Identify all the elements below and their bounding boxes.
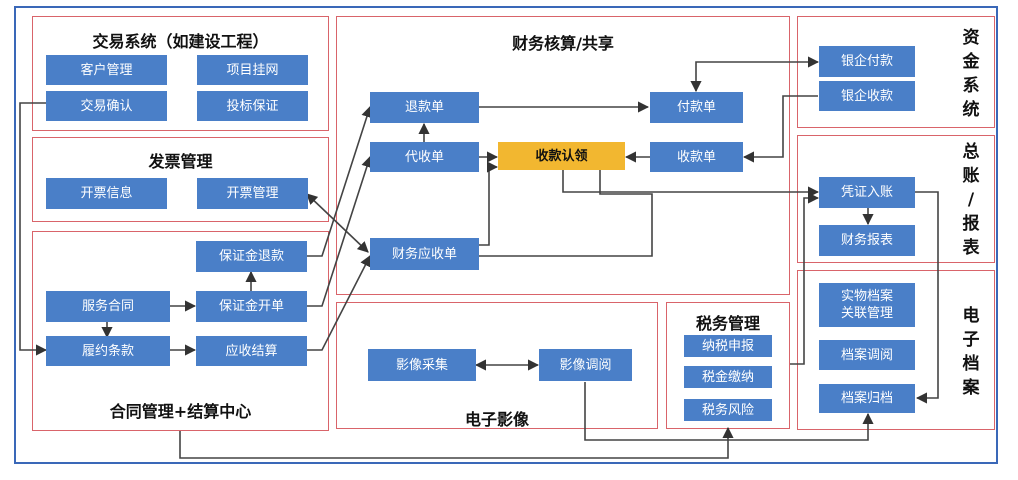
connector-bankreceipt-to-receipt bbox=[742, 95, 818, 163]
ledger-report-title: 总 账 / 报 表 bbox=[958, 140, 984, 260]
ledger-title-char: 账 bbox=[962, 166, 980, 186]
image-review-node[interactable]: 影像调阅 bbox=[539, 349, 632, 381]
finance-receivable-node[interactable]: 财务应收单 bbox=[370, 238, 479, 270]
connector-receivable-to-claim-right bbox=[479, 170, 653, 257]
image-capture-node[interactable]: 影像采集 bbox=[368, 349, 476, 381]
finance-title: 财务核算/共享 bbox=[512, 34, 614, 53]
connector-receivable-to-claim-left bbox=[479, 161, 499, 246]
trading-system-title: 交易系统（如建设工程） bbox=[92, 32, 269, 51]
physical-archive-line2: 关联管理 bbox=[840, 306, 893, 321]
bank-payment-node[interactable]: 银企付款 bbox=[819, 46, 915, 77]
tax-payment-node[interactable]: 税金缴纳 bbox=[684, 366, 772, 388]
connector-tax-to-voucher bbox=[790, 192, 820, 365]
connector-invoice-to-receivable bbox=[306, 193, 369, 253]
connector-claim-to-voucher bbox=[562, 170, 820, 198]
project-listing-node[interactable]: 项目挂网 bbox=[197, 55, 308, 85]
archive-title-char: 电 bbox=[962, 306, 980, 326]
connector-voucher-to-archive bbox=[915, 191, 939, 404]
refund-order-node[interactable]: 退款单 bbox=[370, 92, 479, 123]
connector-settle-to-receivable bbox=[307, 255, 371, 351]
bank-receipt-node[interactable]: 银企收款 bbox=[819, 81, 915, 111]
performance-terms-node[interactable]: 履约条款 bbox=[46, 336, 170, 366]
trade-confirm-node[interactable]: 交易确认 bbox=[46, 91, 167, 121]
contract-settlement-title: 合同管理+结算中心 bbox=[109, 402, 252, 421]
payment-order-node[interactable]: 付款单 bbox=[650, 92, 743, 123]
invoice-mgmt-node[interactable]: 开票管理 bbox=[197, 178, 308, 209]
connector-deposit-to-collection bbox=[307, 155, 373, 307]
diagram-frame bbox=[14, 6, 998, 464]
fund-title-char: 金 bbox=[962, 52, 980, 72]
connector-trade-to-terms bbox=[19, 102, 48, 356]
connector-contract-to-tax bbox=[179, 426, 734, 459]
archive-review-node[interactable]: 档案调阅 bbox=[819, 340, 915, 370]
receipt-claim-node[interactable]: 收款认领 bbox=[498, 142, 625, 170]
invoice-title: 发票管理 bbox=[148, 152, 213, 171]
service-contract-node[interactable]: 服务合同 bbox=[46, 291, 170, 322]
imaging-title: 电子影像 bbox=[464, 410, 529, 429]
fund-title-char: 资 bbox=[962, 28, 980, 48]
tax-risk-node[interactable]: 税务风险 bbox=[684, 399, 772, 421]
archive-title-char: 档 bbox=[962, 354, 980, 374]
bid-deposit-node[interactable]: 投标保证 bbox=[197, 91, 308, 121]
archive-title-char: 案 bbox=[962, 378, 980, 398]
physical-archive-line1: 实物档案 bbox=[840, 289, 893, 304]
receipt-order-node[interactable]: 收款单 bbox=[650, 142, 743, 172]
tax-filing-node[interactable]: 纳税申报 bbox=[684, 335, 772, 357]
customer-mgmt-node[interactable]: 客户管理 bbox=[46, 55, 167, 85]
voucher-entry-node[interactable]: 凭证入账 bbox=[819, 177, 915, 208]
ledger-title-char: 表 bbox=[962, 238, 980, 258]
archive-title-char: 子 bbox=[962, 330, 980, 350]
fund-title-char: 系 bbox=[962, 76, 980, 96]
connector-depositrefund-to-refundorder bbox=[307, 105, 373, 257]
ledger-title-char: 报 bbox=[962, 214, 980, 234]
financial-report-node[interactable]: 财务报表 bbox=[819, 225, 915, 256]
e-archive-title: 电 子 档 案 bbox=[958, 304, 984, 400]
connector-payment-to-bankpay bbox=[690, 56, 820, 93]
fund-system-title: 资 金 系 统 bbox=[958, 26, 984, 122]
invoice-info-node[interactable]: 开票信息 bbox=[46, 178, 167, 209]
deposit-refund-node[interactable]: 保证金退款 bbox=[196, 241, 307, 272]
fund-title-char: 统 bbox=[962, 100, 980, 120]
deposit-issue-node[interactable]: 保证金开单 bbox=[196, 291, 307, 322]
physical-archive-node[interactable]: 实物档案 关联管理 bbox=[819, 283, 915, 327]
tax-title: 税务管理 bbox=[695, 314, 760, 333]
connector-review-to-archive bbox=[584, 382, 874, 441]
ledger-title-char: 总 bbox=[962, 142, 980, 162]
archive-filing-node[interactable]: 档案归档 bbox=[819, 384, 915, 413]
collection-agent-node[interactable]: 代收单 bbox=[370, 142, 479, 172]
receivable-settle-node[interactable]: 应收结算 bbox=[196, 336, 307, 366]
ledger-title-char: / bbox=[967, 190, 975, 210]
